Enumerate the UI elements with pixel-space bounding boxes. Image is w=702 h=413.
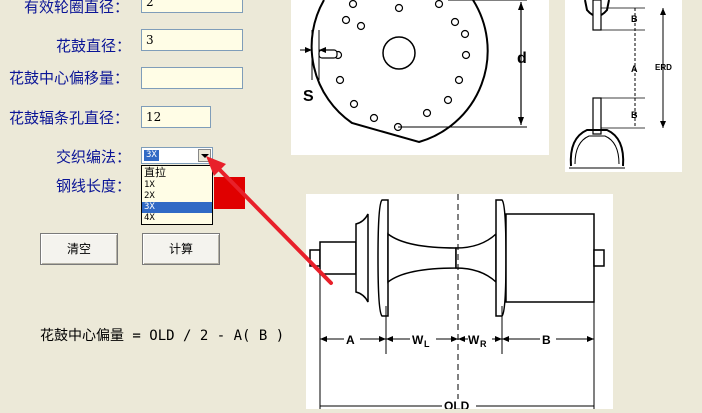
hub-diameter-input[interactable]: 3 [141, 29, 243, 51]
hub-wr-label: W [468, 333, 480, 347]
hub-wr-subscript: R [480, 339, 487, 349]
hub-diagram: A W L W R B OLD [309, 194, 605, 413]
hub-wl-subscript: L [424, 339, 430, 349]
rim-a-label: A [631, 64, 638, 74]
erd-label: 有效轮圈直径： [24, 0, 130, 16]
flange-s-label: S [303, 88, 314, 105]
hub-hole-input[interactable]: 12 [141, 106, 211, 128]
rim-b-bottom-label: B [631, 110, 638, 120]
hub-hole-label: 花鼓辐条孔直径： [9, 109, 130, 127]
lacing-option[interactable]: 1X [144, 180, 155, 190]
rim-diagram-panel: B A B ERD [565, 0, 682, 172]
hub-diagram-panel: A W L W R B OLD [306, 194, 613, 413]
flange-diagram: d S [300, 0, 527, 144]
hub-b-label: B [542, 333, 551, 347]
hub-diameter-label: 花鼓直径： [56, 37, 132, 55]
lacing-dropdown-list: 直拉 1X 2X 3X 4X [141, 165, 213, 225]
lacing-selected-value: 3X [144, 150, 159, 161]
flange-diagram-panel: d S [291, 0, 549, 155]
lacing-option[interactable]: 直拉 [144, 166, 166, 179]
spoke-length-label: 钢线长度： [56, 177, 132, 195]
rim-erd-label: ERD [655, 63, 672, 72]
flange-d-label: d [517, 50, 527, 67]
hub-offset-label: 花鼓中心偏移量： [9, 69, 130, 87]
lacing-option[interactable]: 2X [144, 191, 155, 201]
lacing-select[interactable]: 3X [141, 147, 213, 164]
hub-a-label: A [346, 333, 355, 347]
rim-b-top-label: B [631, 14, 638, 24]
calculate-button[interactable]: 计算 [142, 233, 220, 265]
clear-button[interactable]: 清空 [40, 233, 118, 265]
erd-input[interactable]: 2 [141, 0, 243, 13]
lacing-option[interactable]: 4X [144, 213, 155, 223]
lacing-label: 交织编法： [56, 148, 132, 166]
rim-diagram: B A B ERD [569, 0, 672, 169]
hub-wl-label: W [412, 333, 424, 347]
offset-formula: 花鼓中心偏量 = OLD / 2 - A( B ) [40, 328, 285, 344]
lacing-option[interactable]: 3X [142, 202, 212, 213]
hub-offset-input[interactable] [141, 67, 243, 89]
